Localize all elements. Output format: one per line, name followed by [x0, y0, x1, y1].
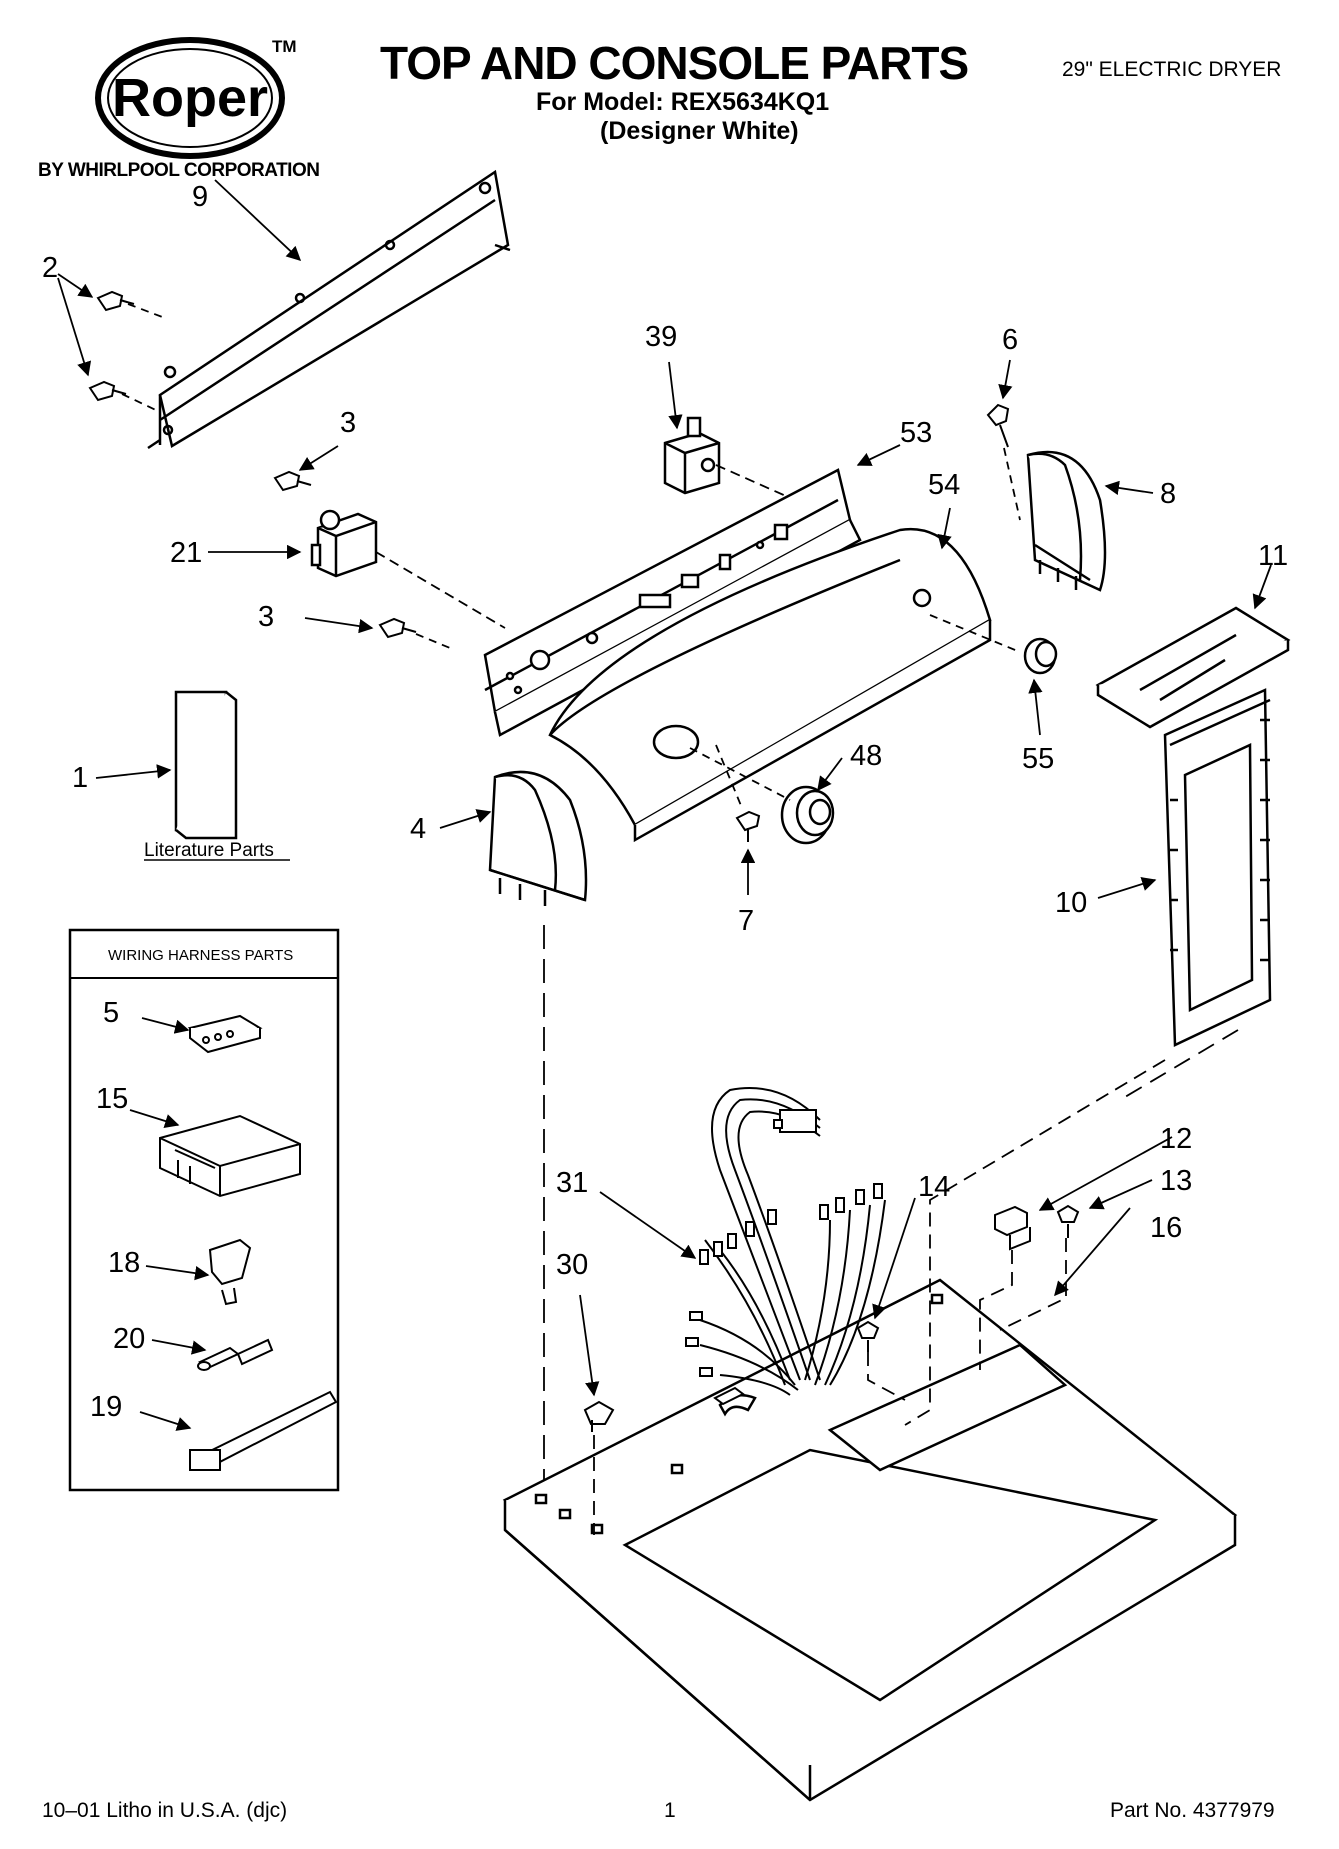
dash-10-route [904, 1059, 1166, 1426]
part-39-switch [663, 416, 721, 495]
leader-39 [668, 361, 683, 430]
page-title: TOP AND CONSOLE PARTS [380, 37, 969, 89]
dash-55 [929, 614, 1021, 653]
callout-2: 2 [42, 252, 58, 284]
leader-6 [998, 359, 1013, 400]
clip-18-shape [208, 1238, 252, 1286]
brand-byline: BY WHIRLPOOL CORPORATION [38, 160, 320, 181]
part-2-screws [88, 290, 135, 402]
leader-9 [214, 179, 302, 261]
leader-3b [304, 617, 374, 634]
part-6-screw [986, 403, 1010, 448]
leader-4 [439, 809, 492, 829]
callout-19: 19 [90, 1391, 122, 1423]
part-4-left-endcap [488, 770, 588, 906]
part-12-bracket [994, 1205, 1031, 1251]
leader-2b [57, 277, 92, 377]
leader-13 [1088, 1179, 1153, 1210]
dash-13 [999, 1238, 1067, 1331]
leader-31 [599, 1191, 697, 1259]
callout-7: 7 [738, 905, 754, 937]
callout-13: 13 [1160, 1165, 1192, 1197]
dash-21 [375, 551, 506, 629]
callout-5: 5 [103, 997, 119, 1029]
part-30-clip [583, 1400, 615, 1432]
callout-54: 54 [928, 469, 960, 501]
part-11-filter-cover [1095, 606, 1291, 729]
leader-54 [937, 507, 952, 550]
part-16-top-panel [502, 1278, 1238, 1802]
part-13-screw [1056, 1204, 1080, 1238]
callout-4: 4 [410, 813, 426, 845]
part-48-knob [780, 785, 835, 845]
product-type: 29" ELECTRIC DRYER [1062, 58, 1282, 81]
callout-6: 6 [1002, 324, 1018, 356]
part-3-screws [273, 470, 417, 639]
part-55-push-button [1023, 637, 1058, 675]
callout-3-lower: 3 [258, 601, 274, 633]
callout-20: 20 [113, 1323, 145, 1355]
leader-10 [1097, 877, 1157, 899]
leader-55 [1028, 678, 1043, 736]
callout-15: 15 [96, 1083, 128, 1115]
part-54-console [548, 527, 992, 843]
trademark-mark: TM [272, 37, 297, 56]
callout-55: 55 [1022, 743, 1054, 775]
dash-6 [1003, 447, 1021, 521]
leader-53 [856, 444, 901, 466]
model-line: For Model: REX5634KQ1 [536, 88, 830, 116]
callout-53: 53 [900, 417, 932, 449]
callout-9: 9 [192, 181, 208, 213]
callout-10: 10 [1055, 887, 1087, 919]
callout-3-upper: 3 [340, 407, 356, 439]
leader-3a [298, 445, 339, 471]
callout-12: 12 [1160, 1123, 1192, 1155]
part-10-lint-screen [1163, 688, 1272, 1047]
part-9-console-rear-panel [147, 169, 511, 450]
leader-14 [872, 1197, 916, 1320]
part-7-screw [735, 810, 761, 842]
part-14-screw [856, 1320, 880, 1352]
callout-48: 48 [850, 740, 882, 772]
part-21-timer [310, 509, 378, 578]
footer-print-info: 10–01 Litho in U.S.A. (djc) [42, 1799, 288, 1822]
callout-30: 30 [556, 1249, 588, 1281]
wiring-harness-box: WIRING HARNESS PARTS 5 15 18 20 19 [68, 928, 340, 1492]
leader-1 [95, 764, 172, 779]
leader-48 [817, 757, 843, 792]
callout-39: 39 [645, 321, 677, 353]
callout-16: 16 [1150, 1212, 1182, 1244]
callout-18: 18 [108, 1247, 140, 1279]
variant-line: (Designer White) [600, 117, 799, 145]
callout-21: 21 [170, 537, 202, 569]
leader-16 [1054, 1207, 1131, 1297]
part-31-wiring-harness [685, 1087, 886, 1406]
part-number: Part No. 4377979 [1110, 1799, 1275, 1822]
callout-11: 11 [1258, 540, 1288, 572]
logo-text: Roper [112, 68, 268, 128]
leader-2a [57, 273, 94, 298]
wiring-box-title: WIRING HARNESS PARTS [108, 947, 293, 964]
roper-logo: Roper TM [95, 37, 297, 159]
callout-1: 1 [72, 762, 88, 794]
dash-2b [121, 393, 161, 413]
leader-8 [1104, 480, 1154, 496]
literature-parts-label: Literature Parts [144, 840, 274, 861]
dash-48 [689, 747, 791, 801]
callout-31: 31 [556, 1167, 588, 1199]
callout-8: 8 [1160, 478, 1176, 510]
dash-12 [979, 1250, 1013, 1370]
dash-10-guide [1119, 1029, 1239, 1101]
part-8-right-endcap [1026, 450, 1107, 592]
leader-11 [1252, 564, 1272, 610]
page-number: 1 [664, 1799, 676, 1822]
dash-2a [127, 303, 166, 319]
dash-3b [415, 633, 451, 649]
dash-7 [715, 744, 743, 809]
dash-14 [867, 1352, 906, 1401]
part-1-literature [174, 690, 238, 840]
leader-12 [1038, 1136, 1173, 1211]
leader-30 [579, 1294, 600, 1397]
